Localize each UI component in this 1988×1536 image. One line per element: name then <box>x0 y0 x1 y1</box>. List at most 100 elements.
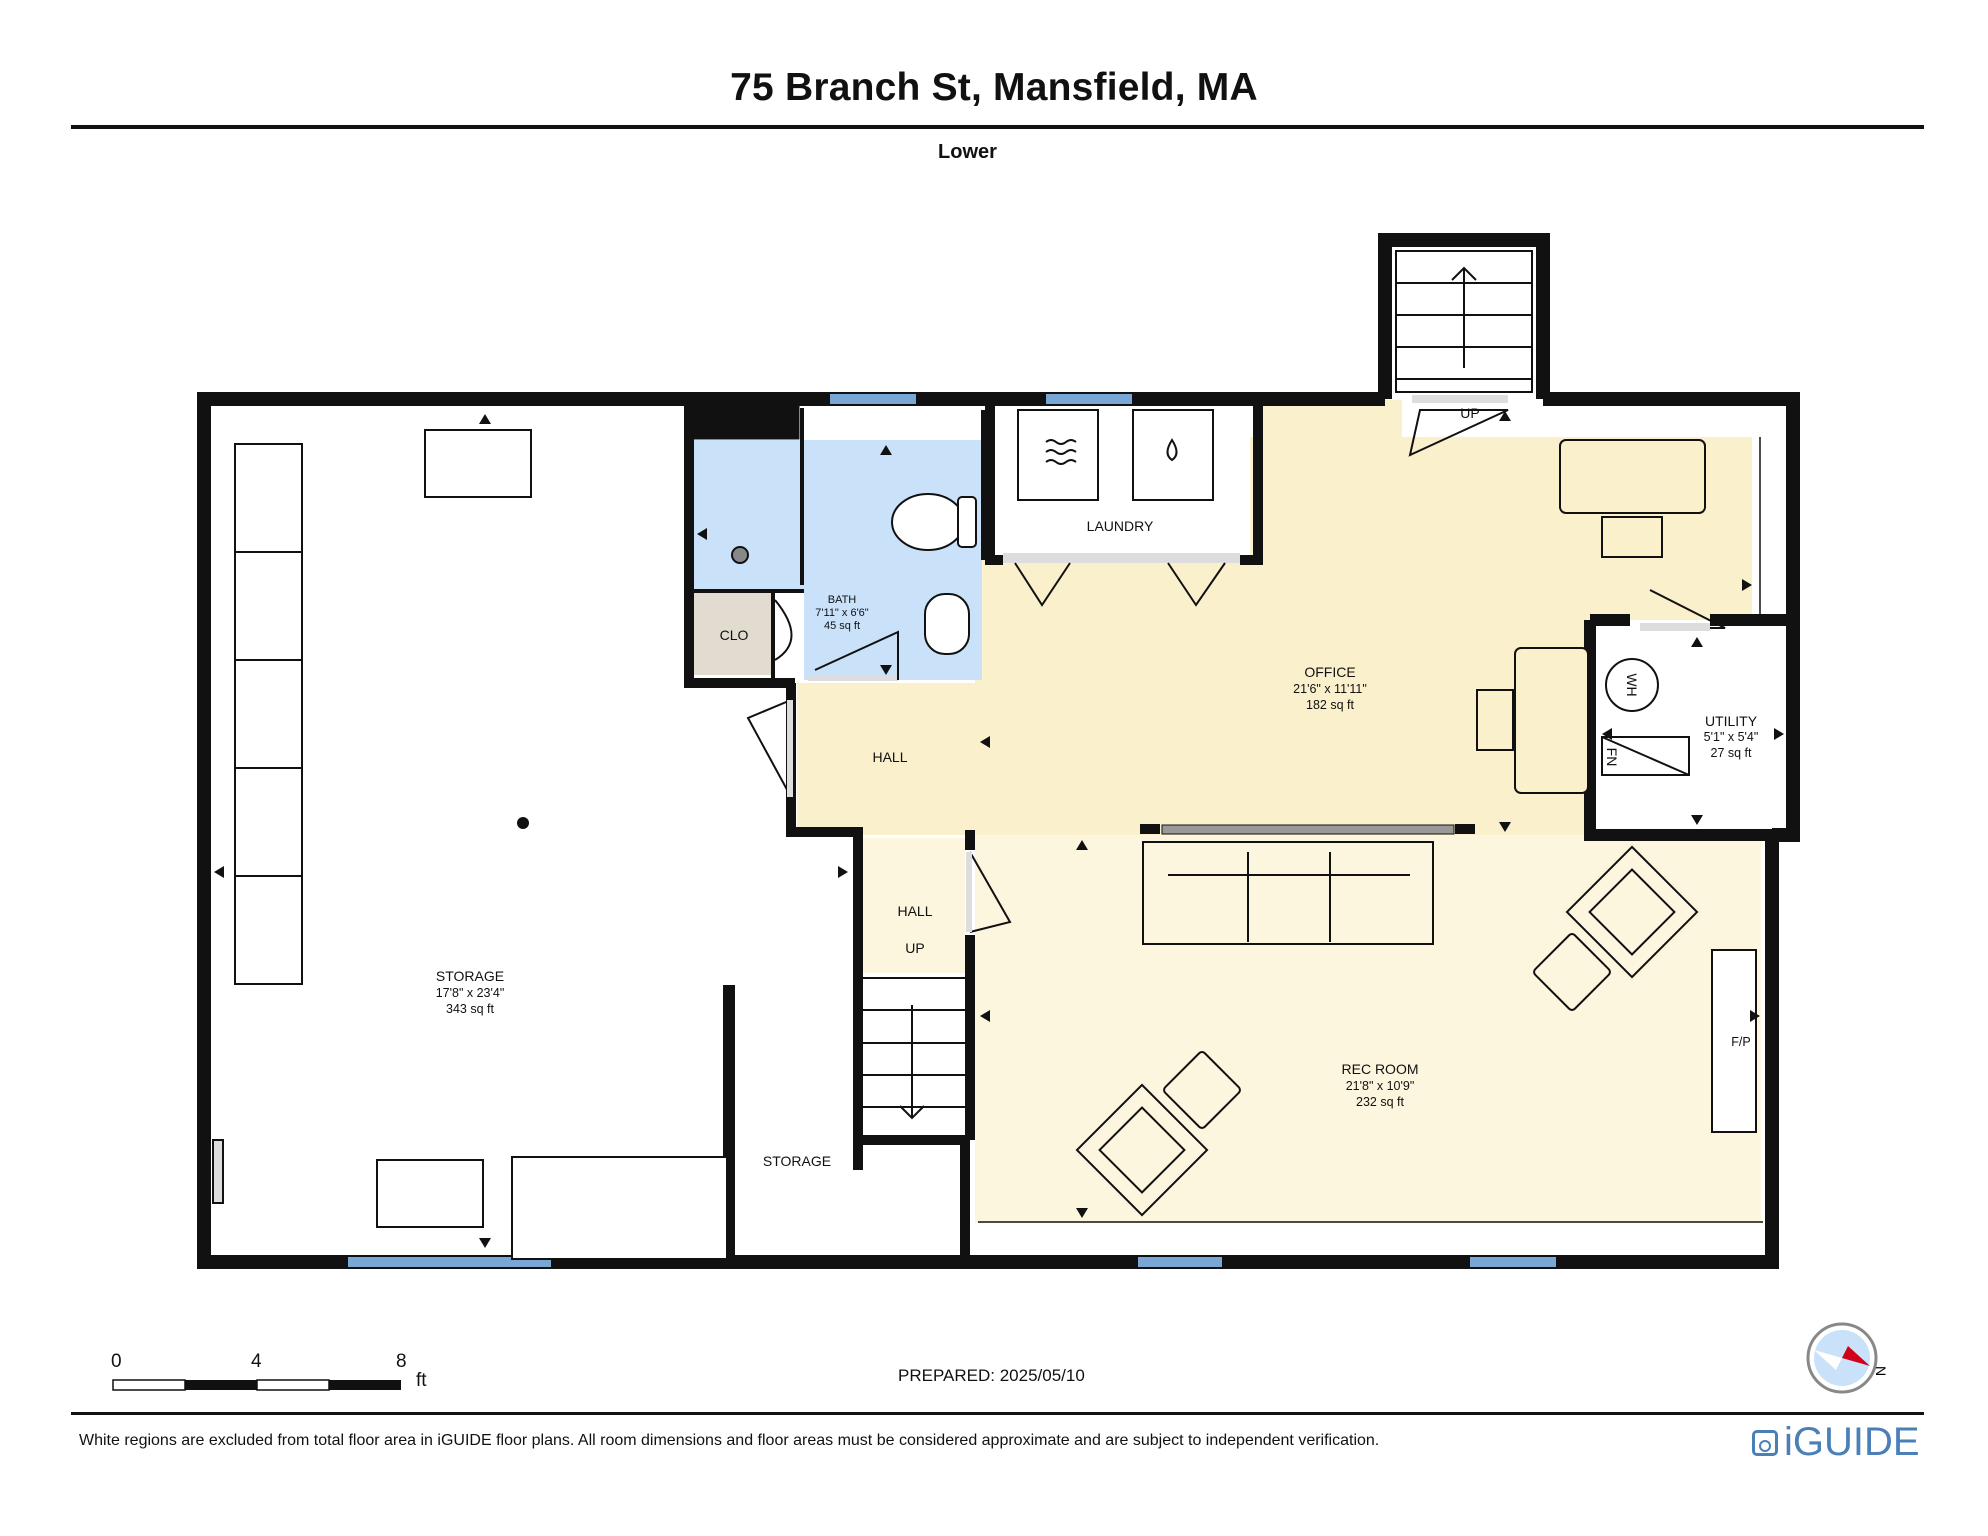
arrow-left-icon <box>980 1010 990 1022</box>
arrow-up-icon <box>1499 411 1511 421</box>
armchair-icon <box>1075 1083 1209 1217</box>
door-swing <box>1014 562 1071 607</box>
table-bottom <box>376 1159 484 1228</box>
water-drop-icon <box>1166 438 1178 462</box>
panel-icon <box>212 1139 224 1204</box>
room-area-office: 182 sq ft <box>1306 698 1354 712</box>
arrow-down-icon <box>1691 815 1703 825</box>
fireplace-icon <box>1711 949 1757 1133</box>
arrow-right-icon <box>1750 1010 1760 1022</box>
door-swing <box>746 699 792 798</box>
compass-icon: N <box>1806 1322 1889 1394</box>
storage-shelving <box>212 429 728 1260</box>
arrow-left-icon <box>1602 728 1612 740</box>
stairs-up-label-top: UP <box>1460 405 1479 421</box>
furnace-diagonal <box>1601 736 1690 776</box>
door-swing <box>1167 562 1226 607</box>
office-furniture <box>1476 437 1761 794</box>
room-area-storage: 343 sq ft <box>446 1002 494 1016</box>
scale-label-4: 4 <box>251 1351 262 1372</box>
washer-icon <box>1132 409 1214 501</box>
door-swing <box>1408 409 1509 457</box>
laundry-counter <box>1003 553 1240 563</box>
window <box>348 1257 551 1267</box>
scale-segment <box>256 1379 330 1391</box>
ottoman-icon <box>1533 933 1611 1011</box>
room-dims-bath: 7'11" x 6'6" <box>815 607 868 619</box>
room-dims-office: 21'6" x 11'11" <box>1293 682 1367 696</box>
room-name-storage-small: STORAGE <box>763 1153 831 1169</box>
stair-arrow-head-icon <box>1451 266 1477 281</box>
shelf-unit <box>234 659 303 769</box>
scale-bar <box>112 1379 401 1391</box>
table-top <box>424 429 532 498</box>
scale-segment <box>329 1380 401 1390</box>
room-area-bath: 45 sq ft <box>824 620 860 632</box>
arrow-up-icon <box>1691 637 1703 647</box>
arrow-down-icon <box>1499 822 1511 832</box>
hall-doors <box>746 395 1726 933</box>
arrow-up-icon <box>1076 840 1088 850</box>
toilet-icon <box>891 493 965 551</box>
arrow-up-icon <box>880 445 892 455</box>
desk-side <box>1514 647 1589 794</box>
room-name-office: OFFICE <box>1304 664 1355 680</box>
door-jamb <box>787 700 793 797</box>
door-swing <box>969 851 1012 933</box>
room-name-rec-room: REC ROOM <box>1342 1061 1419 1077</box>
sofa-icon <box>1142 841 1434 945</box>
closet-area <box>693 593 773 675</box>
stairs-up-label-hall: UP <box>905 940 924 956</box>
heat-waves-icon <box>1045 439 1077 465</box>
stair-arrow-head-icon <box>899 1105 925 1120</box>
dryer-icon <box>1017 409 1099 501</box>
disclaimer-text: White regions are excluded from total fl… <box>79 1432 1380 1449</box>
fireplace-label: F/P <box>1731 1035 1750 1049</box>
wall-bath-block <box>684 399 795 688</box>
room-area-rec-room: 232 sq ft <box>1356 1095 1404 1109</box>
water-heater-label: WH <box>1624 673 1640 696</box>
window <box>830 394 916 404</box>
arrow-left-icon <box>214 866 224 878</box>
scale-unit: ft <box>416 1370 427 1391</box>
dimension-arrows <box>214 411 1784 1248</box>
room-name-laundry: LAUNDRY <box>1087 518 1154 534</box>
closet-door-swing <box>774 599 793 661</box>
sink-icon <box>924 593 970 655</box>
scale-segment <box>112 1379 186 1391</box>
chair-top <box>1601 516 1663 558</box>
hall-upper-area <box>797 683 977 835</box>
wall-utility <box>1584 614 1793 841</box>
footer-rule <box>71 1412 1924 1415</box>
room-name-closet: CLO <box>720 627 749 643</box>
bath-area-left <box>693 440 804 590</box>
shelf-unit <box>234 443 303 553</box>
scale-label-0: 0 <box>111 1351 122 1372</box>
chair-side <box>1476 689 1514 751</box>
room-name-hall-upper: HALL <box>872 749 907 765</box>
water-heater-icon <box>1605 658 1659 712</box>
bath-fixtures <box>731 493 977 681</box>
laundry-appliances <box>1003 409 1240 607</box>
shelf-unit <box>234 875 303 985</box>
brand-name: iGUIDE <box>1784 1420 1920 1464</box>
arrow-left-icon <box>980 736 990 748</box>
arrow-left-icon <box>697 528 707 540</box>
arrow-right-icon <box>1742 579 1752 591</box>
wall-stair-box <box>1378 233 1550 399</box>
desk-top <box>1559 439 1706 514</box>
arrow-down-icon <box>880 665 892 675</box>
arrow-down-icon <box>1076 1208 1088 1218</box>
header-rule <box>71 125 1924 129</box>
shower-head-icon <box>731 546 749 564</box>
brand-camera-icon <box>1752 1429 1778 1456</box>
ottoman-icon <box>1163 1051 1241 1129</box>
floor-level-label: Lower <box>938 141 997 163</box>
wall-office-rec-partition <box>1161 824 1455 835</box>
window <box>1138 1257 1222 1267</box>
room-name-utility: UTILITY <box>1705 713 1758 729</box>
compass-needle-north <box>1842 1346 1870 1366</box>
compass-needle-south <box>1814 1350 1842 1370</box>
office-top-strip <box>1262 400 1402 440</box>
shelf-unit <box>234 767 303 877</box>
